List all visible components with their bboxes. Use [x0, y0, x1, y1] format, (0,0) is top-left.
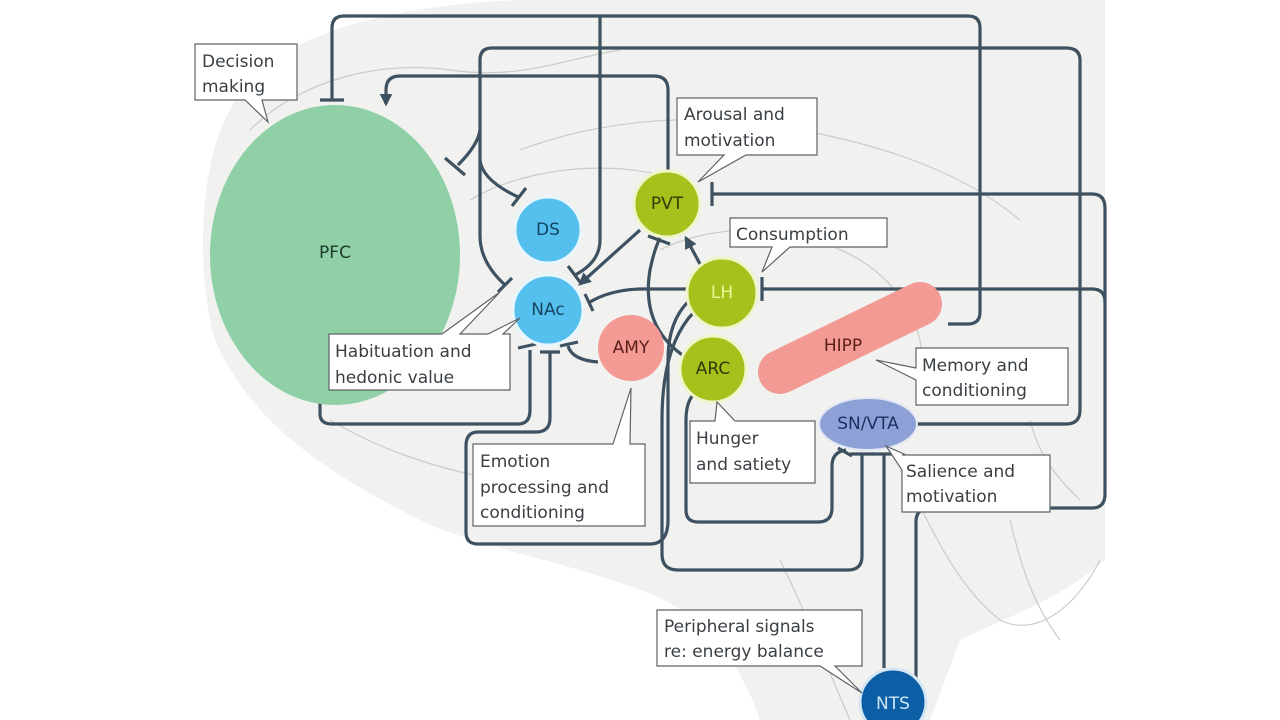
- pfc-shape: [210, 105, 460, 405]
- node-nac[interactable]: NAc: [511, 273, 585, 347]
- callout-emotion: Emotion processing and conditioning: [472, 387, 646, 527]
- brain-gyrus-line: [659, 229, 923, 381]
- arc-label: ARC: [696, 359, 730, 379]
- callout-line: conditioning: [480, 503, 585, 523]
- arc-shape: [678, 334, 748, 404]
- node-snvta[interactable]: SN/VTA: [818, 397, 918, 451]
- connection-branch-pfc: [456, 129, 482, 167]
- node-hipp[interactable]: HIPP: [758, 282, 942, 394]
- inhibitory-bar: [647, 234, 671, 246]
- connection-snvta-to-striatum: [478, 46, 1082, 426]
- node-pvt[interactable]: PVT: [632, 169, 702, 239]
- callout-line: Hunger: [696, 429, 759, 449]
- callout-line: Emotion: [480, 452, 550, 472]
- nac-shape: [511, 273, 585, 347]
- inhibitory-bar: [559, 340, 579, 348]
- callout-line: motivation: [906, 487, 997, 507]
- connection-loop-ds-nac: [574, 15, 602, 277]
- callout-line: re: energy balance: [664, 642, 824, 662]
- callout-box: [689, 400, 816, 484]
- callout-line: making: [202, 77, 265, 97]
- amy-shape: [598, 315, 664, 381]
- callout-line: Consumption: [736, 225, 849, 245]
- callout-habituation: Habituation and hedonic value: [328, 291, 521, 391]
- node-pfc[interactable]: PFC: [210, 105, 460, 405]
- connection-lh-to-snvta: [660, 310, 864, 572]
- callout-memory: Memory and conditioning: [875, 347, 1069, 406]
- connection-lh-to-nac: [589, 287, 688, 304]
- nodes: PFC DS NAc PVT LH ARC AMY HIPP: [210, 105, 942, 720]
- callout-line: processing and: [480, 478, 609, 498]
- callout-peripheral: Peripheral signals re: energy balance: [656, 609, 863, 694]
- callout-decision-making: Decision making: [194, 43, 298, 124]
- inhibitory-bar: [517, 342, 537, 350]
- callout-arousal: Arousal and motivation: [676, 97, 818, 183]
- callout-line: conditioning: [922, 381, 1027, 401]
- connection-pvt-to-pfc: [379, 74, 670, 176]
- amy-label: AMY: [613, 338, 650, 358]
- inhibitory-bar: [510, 187, 528, 207]
- inhibitory-bar: [496, 276, 514, 294]
- ds-shape: [513, 195, 583, 265]
- brain-gyrus-line: [469, 167, 661, 201]
- connection-arc-to-snvta: [684, 390, 847, 524]
- callout-box: [875, 347, 1069, 406]
- callout-line: Decision: [202, 52, 274, 72]
- node-arc[interactable]: ARC: [678, 334, 748, 404]
- nac-label: NAc: [531, 300, 564, 320]
- callout-consumption: Consumption: [729, 217, 888, 273]
- callout-salience: Salience and motivation: [884, 444, 1051, 513]
- callout-line: Memory and: [922, 356, 1029, 376]
- callout-line: hedonic value: [335, 368, 454, 388]
- node-amy[interactable]: AMY: [598, 315, 664, 381]
- lh-shape: [685, 256, 759, 330]
- callout-line: motivation: [684, 131, 775, 151]
- connection-pfc-to-nac: [318, 350, 532, 426]
- callouts: Decision making Arousal and motivation C…: [194, 43, 1069, 694]
- connection-loop-nac: [464, 298, 692, 546]
- connection-pvt-to-nac: [578, 228, 642, 286]
- callout-box: [729, 217, 888, 273]
- inhibitory-bar: [443, 156, 467, 177]
- node-nts[interactable]: NTS: [858, 667, 928, 720]
- connection-lh-to-pvt: [684, 235, 702, 265]
- nts-shape: [858, 667, 928, 720]
- callout-box: [472, 387, 646, 527]
- callout-hunger: Hunger and satiety: [689, 400, 816, 484]
- snvta-label: SN/VTA: [837, 414, 899, 434]
- connection-hipp-to-pfc: [330, 14, 982, 326]
- connection-branch-ds: [478, 159, 519, 199]
- lh-label: LH: [711, 283, 733, 303]
- connections: [318, 14, 1107, 720]
- brain-gyrus-line: [249, 49, 621, 131]
- callout-line: Arousal and: [684, 105, 785, 125]
- brain-gyrus-line: [1009, 419, 1081, 641]
- brain-gyrus-line: [899, 469, 1101, 626]
- callout-line: Peripheral signals: [664, 617, 815, 637]
- pvt-label: PVT: [651, 194, 684, 214]
- inhibitory-bar: [566, 265, 582, 283]
- connection-to-lh: [762, 287, 1107, 303]
- pvt-shape: [632, 169, 702, 239]
- callout-line: Habituation and: [335, 342, 472, 362]
- callout-box: [328, 291, 521, 391]
- callout-box: [676, 97, 818, 183]
- node-lh[interactable]: LH: [685, 256, 759, 330]
- inhibitory-bar: [583, 293, 595, 312]
- callout-line: Salience and: [906, 462, 1015, 482]
- callout-line: and satiety: [696, 455, 791, 475]
- callout-box: [884, 444, 1051, 513]
- pfc-label: PFC: [319, 243, 351, 263]
- inhibitory-bar: [837, 446, 853, 458]
- nts-label: NTS: [876, 694, 910, 714]
- callout-box: [656, 609, 863, 694]
- ds-label: DS: [536, 220, 560, 240]
- node-ds[interactable]: DS: [513, 195, 583, 265]
- callout-box: [194, 43, 298, 124]
- snvta-shape: [818, 397, 918, 451]
- hipp-shape: [758, 282, 942, 394]
- hipp-label: HIPP: [824, 336, 862, 356]
- connection-amy-to-nac: [566, 345, 599, 364]
